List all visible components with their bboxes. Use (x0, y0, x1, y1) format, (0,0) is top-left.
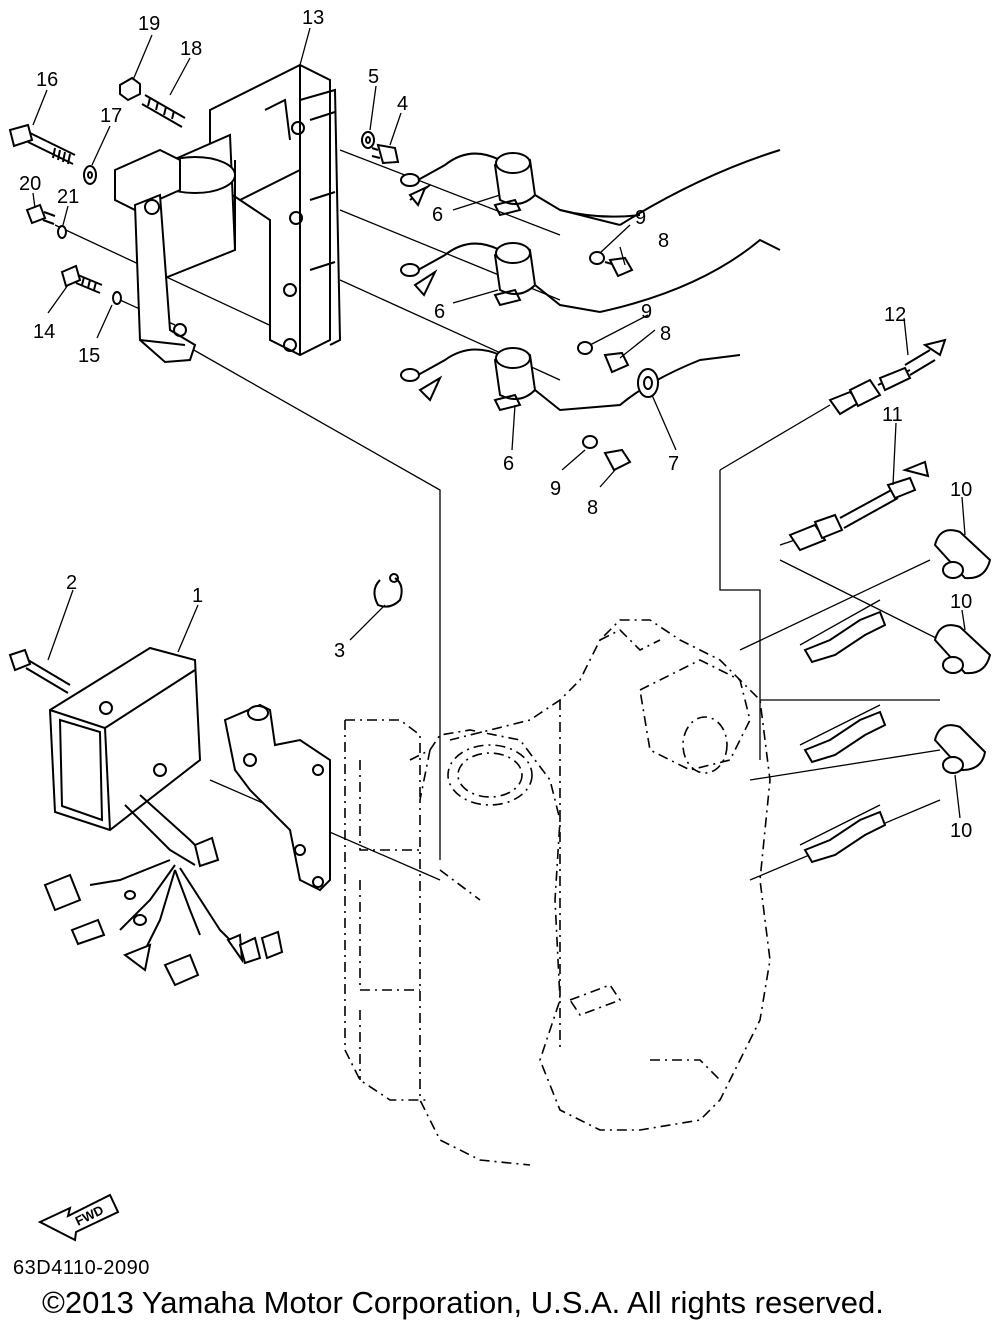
bolt-4 (371, 143, 400, 165)
callout-9-upper: 9 (635, 207, 646, 229)
callout-8-middle: 8 (660, 323, 671, 345)
callout-13: 13 (302, 7, 324, 29)
callout-numbers: 19 18 16 17 20 21 14 15 13 5 4 6 6 6 9 8… (19, 7, 972, 842)
washer-17 (83, 165, 97, 185)
bolt-16 (8, 123, 76, 165)
washer-21 (57, 225, 67, 239)
ignition-coil-middle (400, 238, 781, 313)
washer-9-lower (582, 435, 598, 449)
callout-15: 15 (78, 345, 100, 367)
bolt-14 (60, 264, 103, 294)
callout-5: 5 (368, 66, 379, 88)
callout-leaders (32, 27, 966, 819)
callout-6-upper: 6 (432, 204, 443, 226)
cdi-unit (48, 646, 202, 832)
callout-6-lower: 6 (503, 453, 514, 475)
callout-4: 4 (397, 93, 408, 115)
plug-cap-10-middle (933, 624, 992, 675)
plug-cap-10-upper (933, 529, 992, 580)
callout-17: 17 (100, 105, 122, 127)
callout-16: 16 (36, 69, 58, 91)
washer-15 (112, 291, 122, 305)
stud-18 (141, 94, 186, 128)
sensor-11 (788, 460, 930, 552)
sensor-12 (828, 338, 947, 416)
clip-3 (373, 573, 403, 608)
bolt-20 (25, 203, 56, 225)
callout-10-upper: 10 (950, 479, 972, 501)
bolt-8-lower (603, 448, 632, 472)
callout-10-lower: 10 (950, 820, 972, 842)
callout-3: 3 (334, 640, 345, 662)
ignition-coil-upper (400, 149, 781, 226)
callout-9-middle: 9 (641, 301, 652, 323)
copyright-notice: ©2013 Yamaha Motor Corporation, U.S.A. A… (42, 1285, 884, 1320)
engine-block (344, 619, 771, 1166)
cdi-wire-harness (43, 794, 284, 987)
bolt-2 (8, 648, 71, 694)
forward-arrow-icon: FWD (37, 1193, 120, 1242)
callout-8-lower: 8 (587, 497, 598, 519)
cdi-mount-bracket (223, 703, 331, 892)
callout-11: 11 (882, 404, 903, 426)
nut-19 (119, 76, 141, 102)
washer-9-upper (589, 251, 605, 265)
callout-21: 21 (57, 186, 79, 208)
callout-9-lower: 9 (550, 478, 561, 500)
callout-6-middle: 6 (434, 301, 445, 323)
ignition-coil-lower (400, 347, 741, 412)
plug-cap-10-lower (933, 724, 987, 774)
spark-plug-middle (803, 710, 887, 764)
callout-10-middle: 10 (950, 591, 972, 613)
callout-20: 20 (19, 173, 41, 195)
callout-18: 18 (180, 38, 202, 60)
spark-plug-upper (803, 610, 887, 664)
callout-1: 1 (192, 585, 203, 607)
callout-12: 12 (884, 304, 906, 326)
bolt-8-upper (604, 256, 634, 278)
diagram-code: 63D4110-2090 (13, 1257, 150, 1279)
callout-2: 2 (66, 572, 77, 594)
ignition-coil-bracket (114, 63, 342, 364)
callout-14: 14 (33, 321, 55, 343)
grommet-7 (637, 368, 659, 398)
callout-19: 19 (138, 13, 160, 35)
washer-5 (361, 131, 375, 149)
spark-plug-lower (803, 810, 887, 864)
bolt-8-middle (603, 351, 630, 374)
callout-8-upper: 8 (658, 230, 669, 252)
washer-9-middle (577, 341, 593, 355)
callout-7: 7 (668, 453, 679, 475)
